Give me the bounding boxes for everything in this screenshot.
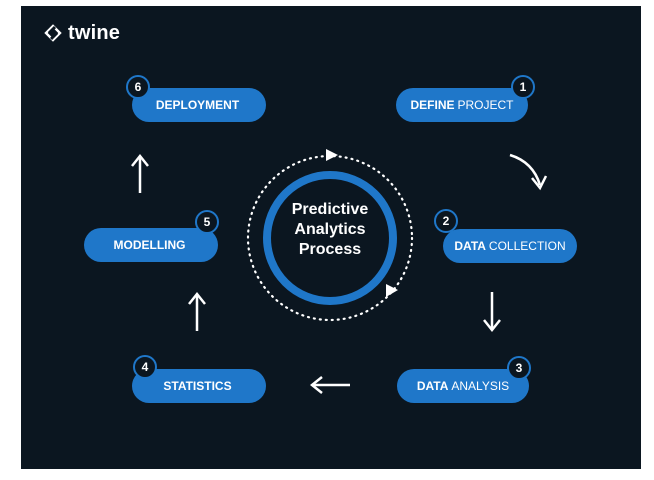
step-6-badge: 6 [126, 75, 150, 99]
brand-name: twine [68, 22, 121, 44]
step-6-pill: DEPLOYMENT [132, 88, 266, 122]
step-1-bold: DEFINE [410, 98, 455, 112]
center-title: Predictive Analytics Process [280, 200, 380, 260]
center-ring [263, 171, 397, 305]
center-line-2: Analytics [294, 221, 366, 238]
step-4-badge: 4 [133, 355, 157, 379]
step-2-badge: 2 [434, 209, 458, 233]
arrow-4-to-5-head [188, 291, 206, 305]
twine-logo-icon [44, 23, 62, 42]
step-5-badge: 5 [195, 210, 219, 234]
step-6-bold: DEPLOYMENT [155, 98, 240, 112]
center-line-1: Predictive [291, 201, 369, 218]
step-1-badge: 1 [511, 75, 535, 99]
step-3-bold: DATA [416, 379, 449, 393]
step-4-pill: STATISTICS [132, 369, 266, 403]
cycle-arrow-top [326, 149, 338, 161]
arrow-2-to-3-head [483, 319, 501, 333]
center-line-3: Process [298, 241, 362, 258]
step-2-regular: COLLECTION [488, 239, 566, 253]
step-1-regular: PROJECT [457, 98, 514, 112]
arrow-1-to-2 [509, 153, 542, 186]
step-3-regular: ANALYSIS [451, 379, 510, 393]
arrow-1-to-2-head [531, 175, 548, 191]
step-5-pill: MODELLING [84, 228, 218, 262]
step-2-bold: DATA [454, 239, 486, 253]
arrow-3-to-4-head [309, 376, 323, 394]
step-5-bold: MODELLING [113, 238, 186, 252]
step-3-badge: 3 [507, 356, 531, 380]
brand-logo: twine [43, 22, 120, 45]
cycle-arrow-bottom [386, 284, 398, 297]
step-4-bold: STATISTICS [163, 379, 232, 393]
arrow-5-to-6-head [131, 153, 149, 167]
